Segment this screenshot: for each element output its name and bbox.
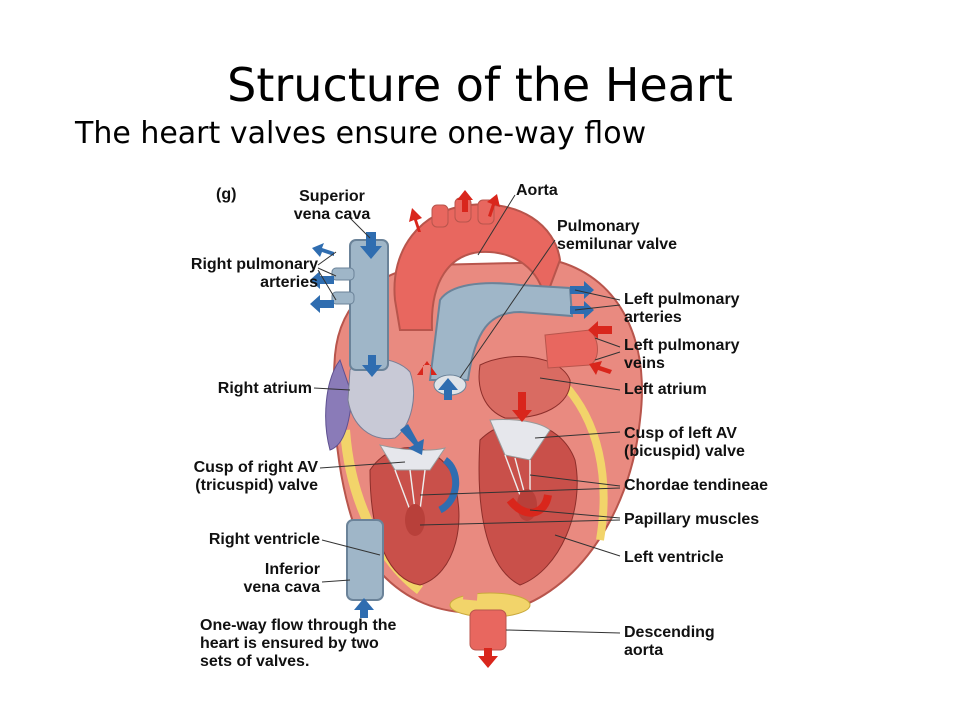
- label-left-pulmonary-arteries: Left pulmonary arteries: [624, 291, 740, 326]
- arrow-la: [512, 392, 532, 422]
- right-pulmonary-artery-stub-1: [331, 267, 355, 281]
- arrow-tricuspid: [400, 424, 424, 455]
- aorta: [393, 203, 562, 331]
- inferior-vena-cava: [346, 519, 384, 601]
- arrow-rpa-3: [310, 295, 334, 313]
- label-descending-aorta: Descending aorta: [624, 624, 715, 659]
- right-pulmonary-artery-stub-2: [331, 291, 355, 305]
- label-right-atrium: Right atrium: [217, 380, 312, 397]
- arrow-pulmonary: [438, 378, 458, 400]
- left-atrium-chamber: [478, 356, 571, 419]
- arrow-lpv-1: [588, 321, 612, 339]
- slide-subtitle: The heart valves ensure one-way flow: [75, 116, 647, 151]
- left-pulmonary-veins: [544, 329, 598, 369]
- fat-groove-left: [557, 377, 608, 541]
- slide-title: Structure of the Heart: [227, 58, 733, 112]
- arrow-rpa-2: [310, 271, 334, 289]
- aortic-branch-3: [477, 199, 495, 225]
- arrow-descending: [478, 648, 498, 668]
- superior-vena-cava: [349, 239, 389, 371]
- arrow-aorta-3: [487, 194, 500, 217]
- arrow-ra: [362, 355, 382, 377]
- papillary-muscle-right: [405, 504, 425, 536]
- arrow-lpv-2: [589, 361, 612, 375]
- label-right-pulmonary-arteries: Right pulmonary arteries: [190, 256, 318, 291]
- bicuspid-valve: [489, 419, 551, 461]
- label-cusp-right-av: Cusp of right AV (tricuspid) valve: [193, 459, 318, 494]
- arrow-lpa-2: [570, 301, 594, 319]
- figure-caption: One-way flow through the heart is ensure…: [200, 617, 397, 670]
- right-atrium-wall: [325, 358, 353, 451]
- label-papillary-muscles: Papillary muscles: [624, 511, 760, 528]
- arrow-rv-up: [438, 457, 460, 514]
- arrow-down-svc: [360, 232, 382, 259]
- arrow-ivc-up: [354, 598, 374, 618]
- tricuspid-valve: [378, 444, 447, 471]
- label-cusp-left-av: Cusp of left AV (bicuspid) valve: [624, 425, 745, 460]
- label-aorta: Aorta: [516, 182, 558, 199]
- aortic-branch-1: [431, 204, 449, 228]
- septum: [448, 427, 479, 601]
- arrow-rpa-1: [312, 243, 334, 257]
- pulmonary-trunk: [428, 282, 574, 381]
- arrow-aorta-2: [457, 190, 473, 212]
- label-left-ventricle: Left ventricle: [624, 549, 724, 566]
- label-left-atrium: Left atrium: [624, 381, 707, 398]
- chordae-tendineae: [394, 454, 531, 511]
- label-right-ventricle: Right ventricle: [208, 531, 320, 548]
- arrow-aortic-up: [417, 361, 437, 375]
- arrow-lpa-1: [570, 281, 594, 299]
- label-left-pulmonary-veins: Left pulmonary veins: [624, 337, 740, 372]
- label-chordae-tendineae: Chordae tendineae: [624, 477, 769, 494]
- arrow-aorta-1: [409, 208, 422, 232]
- blood-flow-arrows-blue: [310, 232, 594, 618]
- label-inferior-vena-cava: Inferior vena cava: [243, 561, 320, 596]
- panel-letter: (g): [216, 186, 237, 203]
- descending-aorta: [469, 609, 507, 651]
- arrow-lv: [506, 494, 552, 517]
- blood-flow-arrows-red: [409, 190, 612, 668]
- leader-lines: [313, 194, 621, 634]
- label-superior-vena-cava: Superior vena cava: [293, 188, 371, 223]
- label-pulmonary-semilunar-valve: Pulmonary semilunar valve: [557, 218, 678, 253]
